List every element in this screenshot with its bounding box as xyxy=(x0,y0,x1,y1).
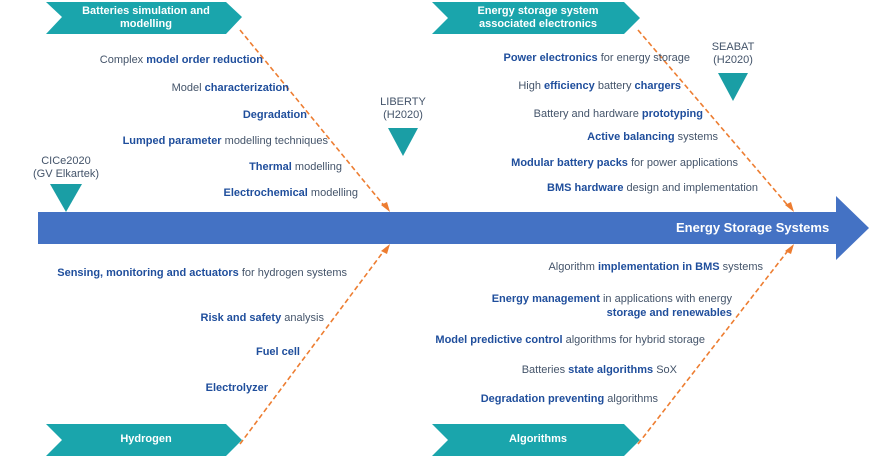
item-keyword: Power electronics xyxy=(503,52,598,64)
marker-label-cice: CICe2020 (GV Elkartek) xyxy=(32,155,99,180)
batteries-item: Degradation xyxy=(243,109,307,122)
bone-batteries xyxy=(239,29,387,209)
hydrogen-item: Sensing, monitoring and actuators for hy… xyxy=(57,267,347,280)
algorithms-item: Algorithm implementation in BMS systems xyxy=(548,261,763,274)
category-label-energy-storage: Energy storage system associated electro… xyxy=(477,5,599,30)
energy-storage-item: BMS hardware design and implementation xyxy=(547,182,758,195)
item-keyword: Risk and safety xyxy=(200,312,282,324)
item-text: SoX xyxy=(653,364,677,376)
batteries-item: Lumped parameter modelling techniques xyxy=(123,135,328,148)
item-text: for energy storage xyxy=(597,52,690,64)
item-text: battery xyxy=(594,80,635,92)
category-box-energy-storage xyxy=(432,2,640,34)
bone-energy-storage-arrowhead xyxy=(785,202,794,212)
energy-storage-item: Power electronics for energy storage xyxy=(504,52,691,65)
item-keyword: Sensing, monitoring and actuators xyxy=(57,267,239,279)
item-text: algorithms xyxy=(604,393,658,405)
item-keyword: BMS hardware xyxy=(547,182,624,194)
hydrogen-item: Electrolyzer xyxy=(206,382,268,395)
item-text: analysis xyxy=(281,312,324,324)
marker-triangle-liberty xyxy=(388,128,418,156)
marker-triangle-seabat xyxy=(718,73,748,101)
item-text: modelling xyxy=(307,187,358,199)
item-text: design and implementation xyxy=(623,182,758,194)
bone-algorithms xyxy=(637,247,791,445)
bone-batteries-arrowhead xyxy=(381,202,390,212)
category-label-algorithms: Algorithms xyxy=(508,433,568,445)
batteries-item: Thermal modelling xyxy=(249,161,342,174)
batteries-item: Complex model order reduction xyxy=(100,54,263,67)
item-keyword: Model predictive control xyxy=(435,334,563,346)
item-text: Complex xyxy=(99,54,147,66)
algorithms-item: Energy management in applications with e… xyxy=(492,293,732,306)
item-keyword: Active balancing xyxy=(587,131,675,143)
bone-energy-storage xyxy=(637,29,791,209)
marker-label-liberty: LIBERTY (H2020) xyxy=(380,96,426,121)
item-keyword: prototyping xyxy=(641,108,703,120)
item-text: High xyxy=(518,80,545,92)
item-keyword: chargers xyxy=(634,80,681,92)
item-keyword: efficiency xyxy=(544,80,595,92)
algorithms-item: Model predictive control algorithms for … xyxy=(435,334,705,347)
item-keyword: characterization xyxy=(204,82,289,94)
energy-storage-item: High efficiency battery chargers xyxy=(518,80,681,93)
energy-storage-item: Active balancing systems xyxy=(587,131,718,144)
item-text: for hydrogen systems xyxy=(238,267,347,279)
item-keyword: Energy management xyxy=(491,293,600,305)
algorithms-item: storage and renewables xyxy=(607,307,732,320)
item-keyword: Degradation preventing xyxy=(480,393,605,405)
bone-hydrogen-arrowhead xyxy=(381,244,390,254)
item-keyword: Electrochemical xyxy=(223,187,308,199)
batteries-item: Model characterization xyxy=(172,82,289,95)
item-text: Model xyxy=(171,82,205,94)
batteries-item: Electrochemical modelling xyxy=(223,187,358,200)
item-text: modelling techniques xyxy=(221,135,328,147)
item-keyword: storage and renewables xyxy=(606,307,732,319)
hydrogen-item: Fuel cell xyxy=(256,346,300,359)
item-keyword: Thermal xyxy=(249,161,292,173)
item-keyword: Fuel cell xyxy=(255,346,300,358)
energy-storage-item: Modular battery packs for power applicat… xyxy=(511,157,738,170)
item-keyword: model order reduction xyxy=(146,54,263,66)
category-box-algorithms xyxy=(432,424,640,456)
item-text: modelling xyxy=(291,161,342,173)
algorithms-item: Degradation preventing algorithms xyxy=(481,393,658,406)
marker-triangle-cice xyxy=(50,184,82,212)
item-text: in applications with energy xyxy=(599,293,732,305)
item-keyword: Modular battery packs xyxy=(511,157,628,169)
category-box-batteries xyxy=(46,2,242,34)
item-text: Batteries xyxy=(521,364,569,376)
algorithms-item: Batteries state algorithms SoX xyxy=(522,364,677,377)
item-text: for power applications xyxy=(627,157,738,169)
spine-arrow xyxy=(38,196,869,260)
bone-hydrogen xyxy=(239,247,387,445)
item-text: Algorithm xyxy=(548,261,598,273)
item-text: systems xyxy=(674,131,718,143)
hydrogen-item: Risk and safety analysis xyxy=(201,312,325,325)
item-text: algorithms for hybrid storage xyxy=(562,334,705,346)
item-text: Battery and hardware xyxy=(533,108,642,120)
marker-label-seabat: SEABAT (H2020) xyxy=(711,41,755,66)
item-keyword: Degradation xyxy=(242,109,307,121)
bone-algorithms-arrowhead xyxy=(785,244,794,254)
item-keyword: state algorithms xyxy=(568,364,654,376)
category-box-hydrogen xyxy=(46,424,242,456)
item-keyword: Lumped parameter xyxy=(122,135,222,147)
item-keyword: implementation in BMS xyxy=(597,261,720,273)
item-text: systems xyxy=(719,261,763,273)
energy-storage-item: Battery and hardware prototyping xyxy=(534,108,703,121)
category-label-hydrogen: Hydrogen xyxy=(120,433,172,445)
item-keyword: Electrolyzer xyxy=(205,382,268,394)
category-label-batteries: Batteries simulation and modelling xyxy=(82,5,210,30)
spine-label: Energy Storage Systems xyxy=(676,220,830,235)
